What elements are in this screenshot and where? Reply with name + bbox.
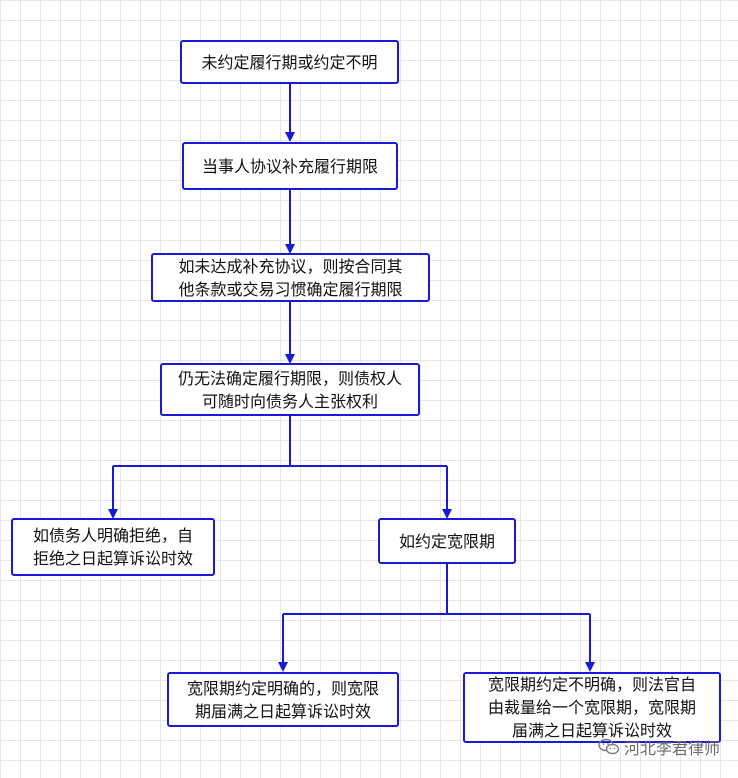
node-grace-clear-line-2: 期届满之日起算诉讼时效	[194, 701, 371, 721]
wechat-icon	[598, 738, 620, 755]
node-supplementary-agreement: 当事人协议补充履行期限	[182, 142, 398, 190]
watermark-text: 河北李君律师	[624, 739, 721, 758]
node-contract-terms-line-2: 他条款或交易习惯确定履行期限	[178, 279, 403, 299]
node-creditor-line-1: 仍无法确定履行期限，则债权人	[177, 368, 402, 388]
node-creditor-line-2: 可随时向债务人主张权利	[201, 391, 378, 411]
node-supplementary-agreement-label: 当事人协议补充履行期限	[201, 156, 378, 176]
node-no-agreed-period: 未约定履行期或约定不明	[180, 40, 399, 84]
node-contract-terms-line-1: 如未达成补充协议，则按合同其	[178, 256, 403, 276]
node-no-agreed-period-label: 未约定履行期或约定不明	[201, 52, 378, 72]
node-grace-period-agreed: 如约定宽限期	[378, 518, 516, 564]
node-grace-unclear-line-2: 由裁量给一个宽限期，宽限期	[487, 698, 696, 717]
node-grace-unclear-line-1: 宽限期约定不明确，则法官自	[487, 675, 696, 694]
node-grace-period-clear: 宽限期约定明确的，则宽限 期届满之日起算诉讼时效	[167, 672, 399, 727]
node-grace-unclear-line-3: 届满之日起算诉讼时效	[511, 721, 672, 740]
node-debtor-line-1: 如债务人明确拒绝，自	[32, 526, 193, 545]
node-grace-clear-line-1: 宽限期约定明确的，则宽限	[186, 678, 379, 698]
node-debtor-line-2: 拒绝之日起算诉讼时效	[32, 549, 193, 568]
node-grace-period-label: 如约定宽限期	[398, 531, 495, 551]
watermark: 河北李君律师	[598, 735, 720, 759]
node-creditor-may-claim: 仍无法确定履行期限，则债权人 可随时向债务人主张权利	[160, 363, 420, 416]
node-debtor-refuses: 如债务人明确拒绝，自 拒绝之日起算诉讼时效	[11, 518, 215, 576]
node-contract-terms-or-custom: 如未达成补充协议，则按合同其 他条款或交易习惯确定履行期限	[151, 253, 430, 302]
node-grace-period-unclear: 宽限期约定不明确，则法官自 由裁量给一个宽限期，宽限期 届满之日起算诉讼时效	[463, 672, 721, 743]
